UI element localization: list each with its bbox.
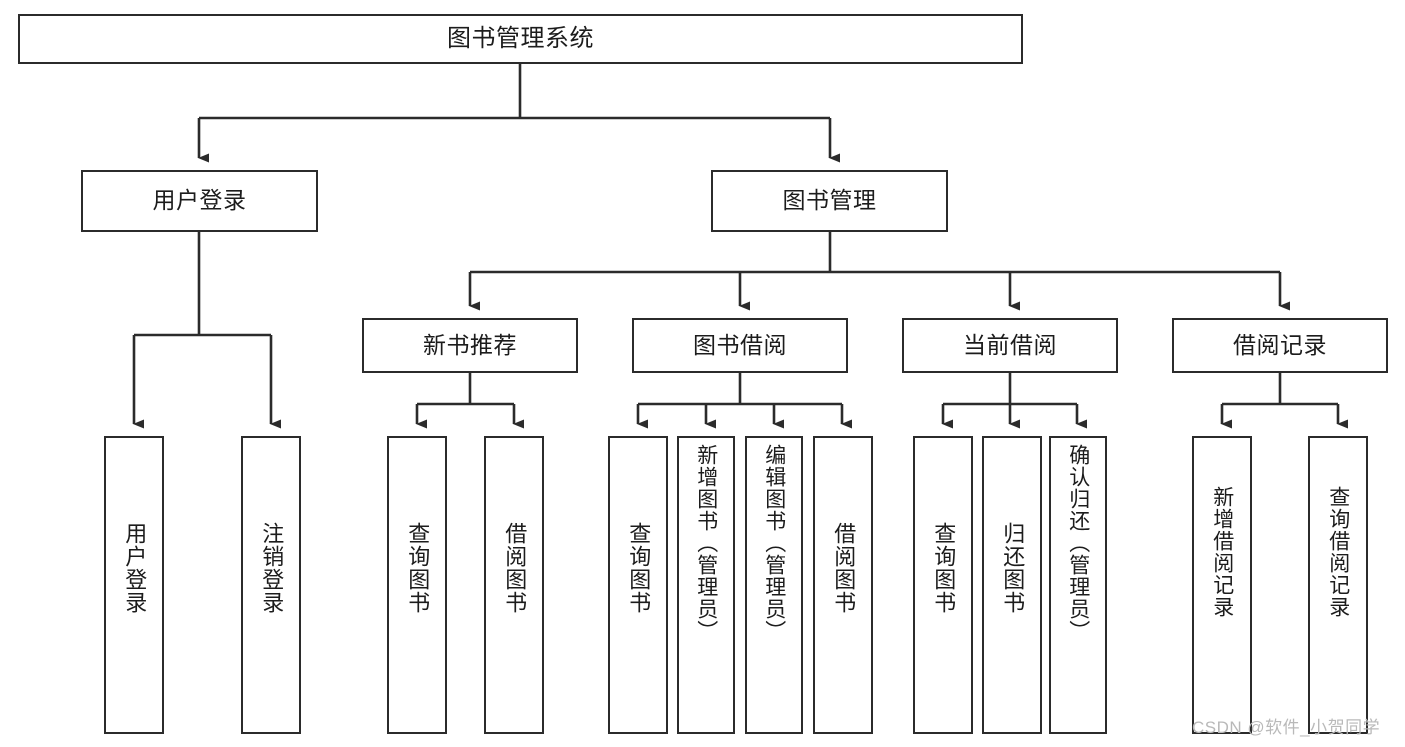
node-leaf-logout[interactable]: 注销登录 xyxy=(241,436,301,734)
node-new-book-recommend[interactable]: 新书推荐 xyxy=(362,318,578,373)
node-root[interactable]: 图书管理系统 xyxy=(18,14,1023,64)
node-leaf-confirm-return-admin-label: 确认归还（管理员） xyxy=(1066,444,1090,642)
node-leaf-add-borrow-record[interactable]: 新增借阅记录 xyxy=(1192,436,1252,734)
watermark: CSDN @软件_小贺同学 xyxy=(1192,718,1381,737)
node-leaf-confirm-return-admin[interactable]: 确认归还（管理员） xyxy=(1049,436,1107,734)
node-leaf-edit-book-admin[interactable]: 编辑图书（管理员） xyxy=(745,436,803,734)
node-leaf-borrow-book-recommend[interactable]: 借阅图书 xyxy=(484,436,544,734)
node-leaf-add-book-admin-label: 新增图书（管理员） xyxy=(694,444,718,642)
node-leaf-user-login[interactable]: 用户登录 xyxy=(104,436,164,734)
node-borrow-record[interactable]: 借阅记录 xyxy=(1172,318,1388,373)
node-leaf-logout-label: 注销登录 xyxy=(259,522,285,614)
node-leaf-user-login-label: 用户登录 xyxy=(122,522,148,614)
node-leaf-add-borrow-record-label: 新增借阅记录 xyxy=(1210,486,1234,618)
node-leaf-borrow-book-label: 借阅图书 xyxy=(831,522,857,614)
node-current-borrow[interactable]: 当前借阅 xyxy=(902,318,1118,373)
node-book-borrow[interactable]: 图书借阅 xyxy=(632,318,848,373)
node-leaf-borrow-book-recommend-label: 借阅图书 xyxy=(502,522,528,614)
node-leaf-query-book-borrow[interactable]: 查询图书 xyxy=(608,436,668,734)
node-leaf-add-book-admin[interactable]: 新增图书（管理员） xyxy=(677,436,735,734)
node-user-login[interactable]: 用户登录 xyxy=(81,170,318,232)
node-current-borrow-label: 当前借阅 xyxy=(963,331,1057,358)
node-leaf-query-book-current[interactable]: 查询图书 xyxy=(913,436,973,734)
node-borrow-record-label: 借阅记录 xyxy=(1233,331,1327,358)
node-new-book-recommend-label: 新书推荐 xyxy=(423,331,517,358)
node-leaf-return-book-label: 归还图书 xyxy=(1000,522,1026,614)
node-book-management[interactable]: 图书管理 xyxy=(711,170,948,232)
node-leaf-query-book-recommend[interactable]: 查询图书 xyxy=(387,436,447,734)
node-leaf-query-book-current-label: 查询图书 xyxy=(931,522,957,614)
node-leaf-query-book-recommend-label: 查询图书 xyxy=(405,522,431,614)
node-root-label: 图书管理系统 xyxy=(447,24,594,52)
node-leaf-query-borrow-record[interactable]: 查询借阅记录 xyxy=(1308,436,1368,734)
node-leaf-edit-book-admin-label: 编辑图书（管理员） xyxy=(762,444,786,642)
node-leaf-query-borrow-record-label: 查询借阅记录 xyxy=(1326,486,1350,618)
node-book-borrow-label: 图书借阅 xyxy=(693,331,787,358)
node-leaf-borrow-book[interactable]: 借阅图书 xyxy=(813,436,873,734)
node-book-management-label: 图书管理 xyxy=(782,187,877,214)
node-leaf-query-book-borrow-label: 查询图书 xyxy=(626,522,652,614)
node-user-login-label: 用户登录 xyxy=(152,187,247,214)
node-leaf-return-book[interactable]: 归还图书 xyxy=(982,436,1042,734)
